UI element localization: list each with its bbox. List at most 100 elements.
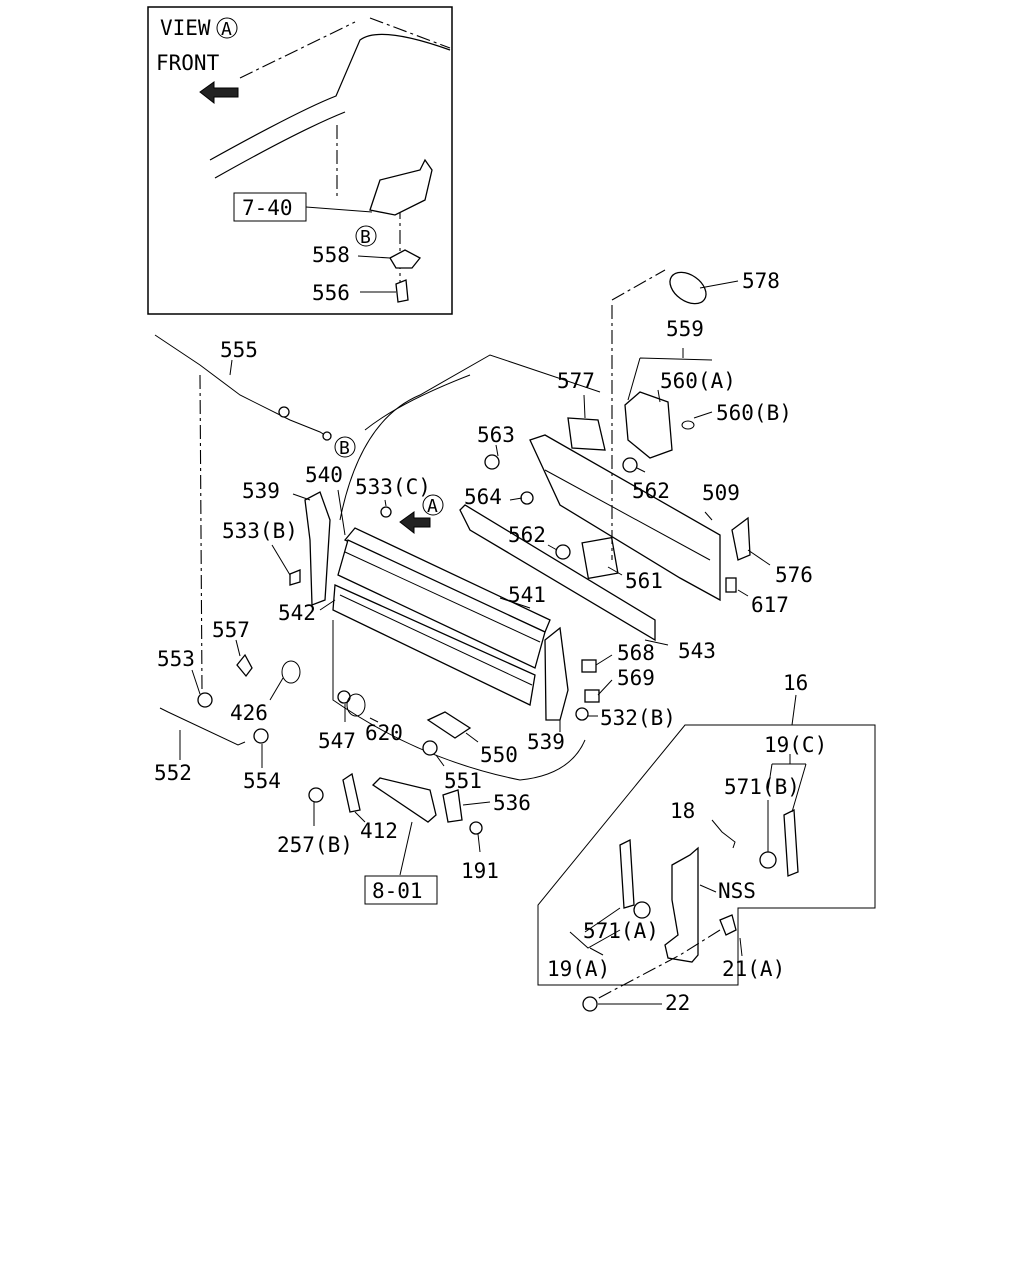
label-557: 557: [212, 618, 250, 642]
bolt-22: [582, 996, 598, 1012]
label-560b: 560(B): [716, 401, 792, 425]
part-569: [584, 689, 600, 703]
strip-19c: [783, 808, 799, 877]
ref-801: 8-01: [372, 879, 423, 903]
bolt-563: [484, 454, 500, 470]
label-536: 536: [493, 791, 531, 815]
circle-b-label: B: [360, 227, 371, 248]
bolt-551: [422, 740, 438, 756]
inset-frame: [147, 6, 453, 315]
part-557: [236, 653, 253, 678]
front-arrow-icon: [199, 81, 239, 105]
part-191: [469, 821, 483, 835]
main-assembly: B A: [154, 269, 771, 905]
label-532b: 532(B): [600, 706, 676, 730]
label-533b: 533(B): [222, 519, 298, 543]
clip-571b: [759, 851, 777, 869]
label-559: 559: [666, 317, 704, 341]
bracket-539-right: [544, 626, 569, 721]
label-562a: 562: [508, 523, 546, 547]
label-560a: 560(A): [660, 369, 736, 393]
cab-outline: [209, 33, 451, 161]
bracket-539-left: [304, 491, 331, 606]
rod-552: [159, 707, 246, 746]
label-552: 552: [154, 761, 192, 785]
label-nss: NSS: [718, 879, 756, 903]
label-509: 509: [702, 481, 740, 505]
ring-560b: [681, 420, 695, 430]
part-426: [281, 660, 301, 684]
label-568: 568: [617, 641, 655, 665]
grille-panel: [337, 539, 546, 669]
clip-558-part: [389, 249, 421, 269]
bolt-257b: [308, 787, 324, 803]
label-539-left: 539: [242, 479, 280, 503]
part-617: [725, 577, 737, 593]
sub-assembly-16: [537, 694, 876, 1012]
strip-19a: [619, 838, 635, 909]
clip-571a: [633, 901, 651, 919]
label-554: 554: [243, 769, 281, 793]
label-426: 426: [230, 701, 268, 725]
wire-18: [711, 819, 736, 849]
label-21a: 21(A): [722, 957, 785, 981]
nut-564: [520, 491, 534, 505]
direction-arrow-icon: [399, 511, 431, 535]
bolt-532b: [575, 707, 589, 721]
label-558: 558: [312, 243, 350, 267]
label-571b: 571(B): [724, 775, 800, 799]
cab-body-outline: [339, 354, 601, 521]
label-620: 620: [365, 721, 403, 745]
part-553: [197, 692, 213, 708]
cover-nss: [664, 846, 699, 963]
part-550: [426, 711, 472, 739]
label-257b: 257(B): [277, 833, 353, 857]
part-568: [581, 659, 597, 673]
part-533b: [289, 569, 301, 586]
frame-509: [529, 434, 721, 602]
label-551: 551: [444, 769, 482, 793]
label-533c: 533(C): [355, 475, 431, 499]
front-label: FRONT: [156, 51, 220, 75]
label-561: 561: [625, 569, 663, 593]
part-577: [567, 417, 606, 451]
label-412: 412: [360, 819, 398, 843]
label-576: 576: [775, 563, 813, 587]
bracket-412: [342, 772, 361, 813]
label-547: 547: [318, 729, 356, 753]
bolt-562b: [622, 457, 638, 473]
part-559: [624, 391, 673, 459]
subassembly-frame: [537, 724, 876, 986]
clip-21a: [719, 914, 737, 936]
label-539-right: 539: [527, 730, 565, 754]
label-18: 18: [670, 799, 695, 823]
ref-740: 7-40: [242, 196, 293, 220]
view-a-inset: VIEW A FRONT 7-40 B 558 556: [147, 6, 453, 315]
bracket-536: [442, 789, 463, 823]
label-22: 22: [665, 991, 690, 1015]
label-571a: 571(A): [583, 919, 659, 943]
circle-b-main: B: [339, 438, 350, 459]
part-576: [731, 516, 751, 561]
circle-a-main: A: [427, 496, 438, 517]
lamp-assembly: [371, 777, 437, 823]
cable-555: [154, 334, 329, 438]
label-19c: 19(C): [764, 733, 827, 757]
label-577: 577: [557, 369, 595, 393]
label-555: 555: [220, 338, 258, 362]
label-543: 543: [678, 639, 716, 663]
bolt-562a: [555, 544, 571, 560]
part-554: [253, 728, 269, 744]
label-562b: 562: [632, 479, 670, 503]
crossmember-543: [459, 504, 656, 642]
label-617: 617: [751, 593, 789, 617]
label-556: 556: [312, 281, 350, 305]
part-547: [337, 690, 351, 704]
label-542: 542: [278, 601, 316, 625]
view-marker: A: [221, 19, 232, 40]
label-569: 569: [617, 666, 655, 690]
bracket-part: [369, 158, 433, 216]
label-563: 563: [477, 423, 515, 447]
label-16: 16: [783, 671, 808, 695]
